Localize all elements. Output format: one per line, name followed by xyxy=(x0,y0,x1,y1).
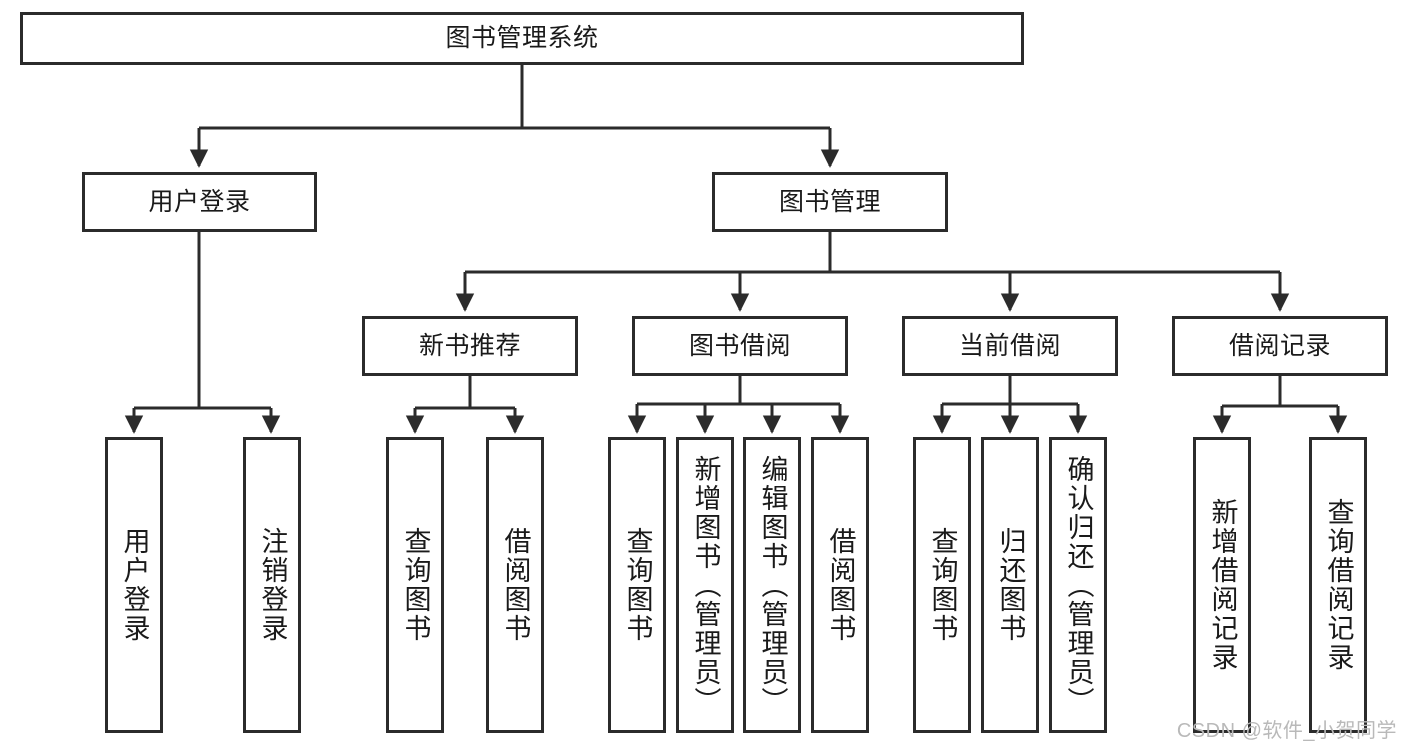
node-label: 借阅图书 xyxy=(500,527,531,643)
node-label: 借阅图书 xyxy=(825,527,856,643)
leaf-return-book[interactable]: 归还图书 xyxy=(981,437,1039,733)
node-label: 图书管理系统 xyxy=(445,24,599,52)
watermark-text: CSDN @软件_小贺同学 xyxy=(1176,720,1397,742)
node-label: 新增借阅记录 xyxy=(1207,498,1238,672)
leaf-query-book-recommend[interactable]: 查询图书 xyxy=(386,437,444,733)
node-root-system[interactable]: 图书管理系统 xyxy=(20,12,1024,65)
node-new-book-recommend[interactable]: 新书推荐 xyxy=(362,316,578,376)
node-label: 用户登录 xyxy=(119,527,150,643)
node-label: 用户登录 xyxy=(148,187,251,216)
node-label: 借阅记录 xyxy=(1228,331,1331,360)
node-label: 归还图书 xyxy=(995,527,1026,643)
node-label: 当前借阅 xyxy=(958,331,1061,360)
leaf-query-book-borrow[interactable]: 查询图书 xyxy=(608,437,666,733)
leaf-query-borrow-record[interactable]: 查询借阅记录 xyxy=(1309,437,1367,733)
leaf-borrow-book-recommend[interactable]: 借阅图书 xyxy=(486,437,544,733)
node-label: 图书管理 xyxy=(778,187,881,216)
node-label: 注销登录 xyxy=(257,527,288,643)
node-label: 新增图书（管理员） xyxy=(690,454,721,716)
leaf-borrow-book[interactable]: 借阅图书 xyxy=(811,437,869,733)
leaf-user-login[interactable]: 用户登录 xyxy=(105,437,163,733)
node-borrow-record[interactable]: 借阅记录 xyxy=(1172,316,1388,376)
leaf-add-book[interactable]: 新增图书（管理员） xyxy=(676,437,734,733)
leaf-query-book-current[interactable]: 查询图书 xyxy=(913,437,971,733)
leaf-edit-book[interactable]: 编辑图书（管理员） xyxy=(743,437,801,733)
node-label: 图书借阅 xyxy=(688,331,791,360)
node-label: 查询图书 xyxy=(622,527,653,643)
node-label: 新书推荐 xyxy=(418,331,521,360)
node-current-borrow[interactable]: 当前借阅 xyxy=(902,316,1118,376)
node-user-login[interactable]: 用户登录 xyxy=(82,172,317,232)
node-label: 确认归还（管理员） xyxy=(1063,454,1094,716)
node-label: 编辑图书（管理员） xyxy=(757,454,788,716)
leaf-confirm-return[interactable]: 确认归还（管理员） xyxy=(1049,437,1107,733)
leaf-user-logout[interactable]: 注销登录 xyxy=(243,437,301,733)
node-label: 查询借阅记录 xyxy=(1323,498,1354,672)
node-book-manage[interactable]: 图书管理 xyxy=(712,172,948,232)
node-label: 查询图书 xyxy=(400,527,431,643)
node-book-borrow[interactable]: 图书借阅 xyxy=(632,316,848,376)
node-label: 查询图书 xyxy=(927,527,958,643)
leaf-add-borrow-record[interactable]: 新增借阅记录 xyxy=(1193,437,1251,733)
